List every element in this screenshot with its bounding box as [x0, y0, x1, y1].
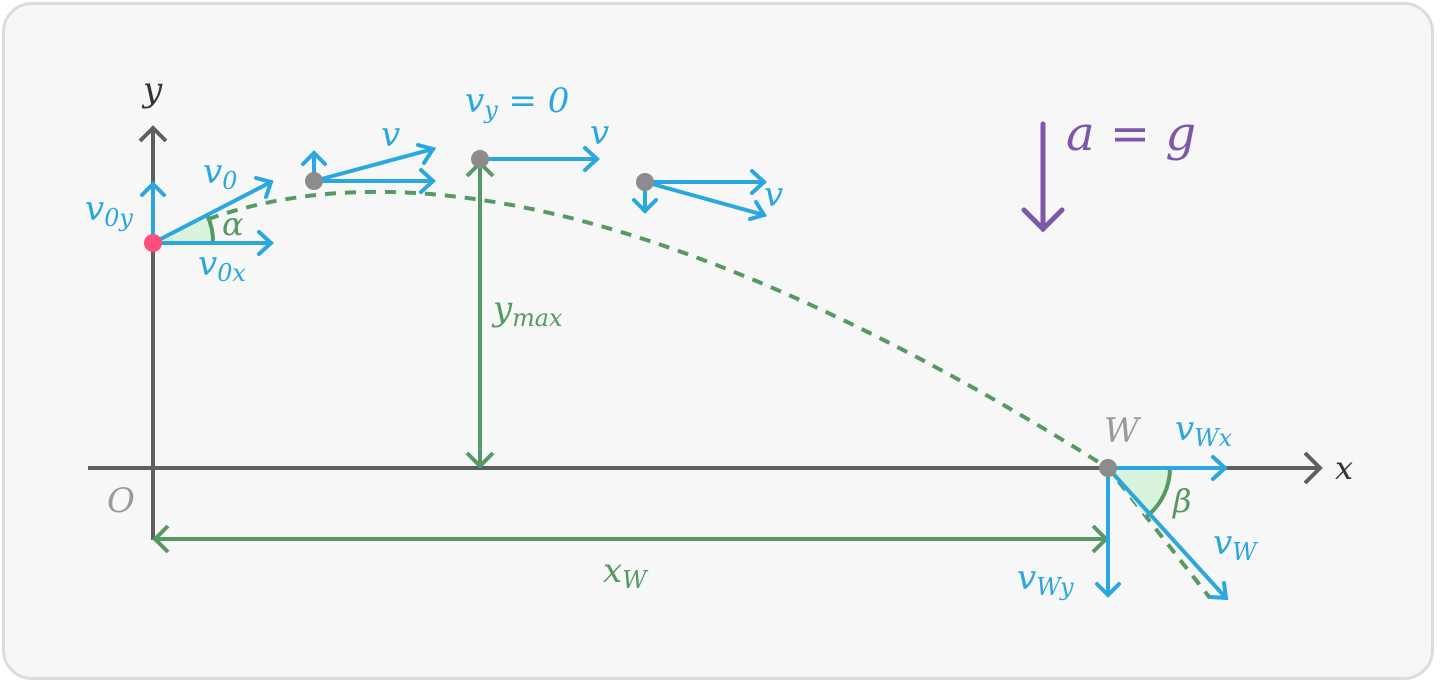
vW-arrow	[1106, 466, 1228, 600]
v-third-label: v	[764, 175, 783, 215]
w-point-label: W	[1104, 411, 1142, 451]
x-axis-label: x	[1335, 449, 1353, 487]
v1-arrow	[312, 147, 435, 183]
velocity-vectors	[140, 143, 1229, 601]
origin-label: O	[107, 481, 135, 521]
launch-point	[144, 234, 162, 252]
xw-dimension	[152, 524, 1109, 554]
gravity-label: a = g	[1066, 106, 1196, 162]
vwy-label: vWy	[1017, 558, 1074, 601]
v-first-label: v	[381, 115, 400, 155]
v0x-label: v0x	[198, 244, 246, 287]
y-axis-label: y	[141, 70, 163, 110]
vw-label: vW	[1213, 523, 1259, 566]
trajectory-point-3	[636, 173, 654, 191]
x-axis-arrowhead	[1303, 451, 1323, 485]
ymax-label: ymax	[491, 289, 563, 332]
xw-label: xW	[603, 551, 649, 594]
trajectory-point-top	[471, 150, 489, 168]
trajectory-curve	[152, 189, 1212, 600]
beta-label: β	[1172, 482, 1192, 520]
trajectory-point-1	[305, 172, 323, 190]
vy-zero-label: vy = 0	[465, 81, 569, 124]
v0y-label: v0y	[85, 189, 133, 232]
v3-arrow	[643, 180, 766, 217]
alpha-label: α	[222, 205, 244, 243]
v-top-label: v	[590, 113, 609, 153]
ymax-dimension	[465, 160, 495, 469]
v0-label: v0	[203, 152, 237, 195]
y-axis-arrowhead	[138, 125, 168, 143]
beta-angle-fill	[1108, 468, 1170, 517]
landing-point-w	[1099, 459, 1117, 477]
v0-arrow	[151, 180, 273, 245]
vwx-label: vWx	[1175, 409, 1233, 452]
down-arrow-icon	[1021, 121, 1065, 233]
